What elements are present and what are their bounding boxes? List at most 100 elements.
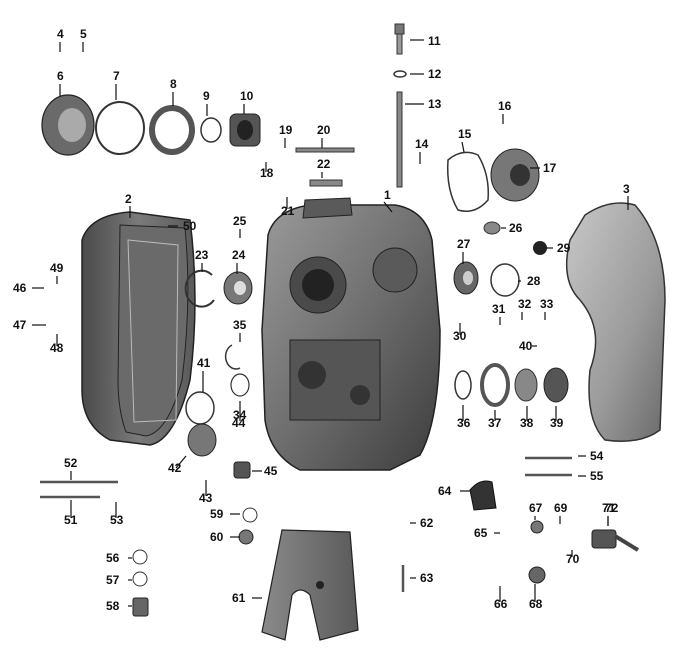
callout-54: 54 [578,449,604,463]
callout-39: 39 [550,406,564,430]
ring-37-part [454,370,472,400]
callout-label-23: 23 [195,248,209,262]
callout-label-58: 58 [106,599,120,613]
callout-label-32: 32 [518,297,532,311]
callout-22: 22 [317,157,331,178]
stud-part [396,91,403,188]
callout-69: 69 [554,501,568,524]
plug-part [533,241,547,255]
washer-part [393,70,407,78]
callout-65: 65 [474,526,500,540]
callout-57: 57 [106,573,132,587]
callout-label-5: 5 [80,27,87,41]
callout-label-67: 67 [529,501,543,515]
callout-8: 8 [170,77,177,106]
callout-42: 42 [168,455,187,475]
callout-label-22: 22 [317,157,331,171]
ring-58-part [132,571,148,587]
seal-40-part [543,367,569,403]
callout-label-54: 54 [590,449,604,463]
clip-36-part [224,344,241,370]
callout-15: 15 [458,127,472,153]
callout-47: 47 [13,318,46,332]
callout-4: 4 [57,27,64,52]
callout-1: 1 [383,188,393,213]
callout-label-59: 59 [210,507,224,521]
callout-41: 41 [197,356,211,392]
callout-label-27: 27 [457,237,471,251]
rod-part [295,147,355,153]
cover-43-part [187,423,217,457]
callout-label-57: 57 [106,573,120,587]
callout-5: 5 [80,27,87,52]
ball-69-part [528,566,546,584]
callout-51: 51 [64,500,78,527]
callout-61: 61 [232,591,262,605]
callout-label-61: 61 [232,591,246,605]
seal-part [223,271,253,305]
callout-label-47: 47 [13,318,27,332]
large-ring-part [95,101,145,155]
callout-label-15: 15 [458,127,472,141]
callout-label-3: 3 [623,182,630,196]
callout-62: 62 [410,516,434,530]
callout-label-69: 69 [554,501,568,515]
callout-label-16: 16 [498,99,512,113]
callout-27: 27 [457,237,471,264]
ring-57-part [132,549,148,565]
callout-label-46: 46 [13,281,27,295]
bearing-ring-part [149,105,195,155]
callout-28: 28 [518,274,541,288]
callout-label-38: 38 [520,416,534,430]
callout-72: 72 [605,501,619,526]
callout-label-12: 12 [428,67,442,81]
callout-45: 45 [252,464,278,478]
callout-68: 68 [529,584,543,611]
callout-13: 13 [405,97,442,111]
callout-label-19: 19 [279,123,293,137]
bearing-housing-part [41,94,95,156]
callout-label-30: 30 [453,329,467,343]
callout-label-72: 72 [605,501,619,515]
callout-label-44: 44 [232,416,246,430]
callout-label-50: 50 [183,219,197,233]
callout-25: 25 [233,214,247,238]
callout-40: 40 [519,339,537,353]
callout-60: 60 [210,530,240,544]
callout-label-39: 39 [550,416,564,430]
callout-58: 58 [106,599,132,613]
callout-label-71: 71 [602,501,616,515]
o-ring-part [490,263,520,297]
callout-36: 36 [457,405,471,430]
callout-label-66: 66 [494,597,508,611]
callout-label-56: 56 [106,551,120,565]
callout-12: 12 [410,67,442,81]
callout-label-45: 45 [264,464,278,478]
callout-64: 64 [438,484,470,498]
callout-label-42: 42 [168,461,182,475]
callout-label-65: 65 [474,526,488,540]
callout-46: 46 [13,281,44,295]
callout-label-64: 64 [438,484,452,498]
callout-label-60: 60 [210,530,224,544]
callout-label-55: 55 [590,469,604,483]
callout-label-33: 33 [540,297,554,311]
callout-7: 7 [113,69,120,100]
callout-44: 44 [232,412,246,430]
callout-label-11: 11 [428,34,441,48]
ball-68-part [530,520,544,534]
ring-60-part [242,507,258,523]
callout-26: 26 [501,221,523,235]
callout-label-63: 63 [420,571,434,585]
nut-61-part [238,529,254,545]
callout-label-48: 48 [50,341,64,355]
plug-46-part [233,461,251,479]
callout-label-18: 18 [260,166,274,180]
callout-23: 23 [195,248,209,272]
gasket-part [446,151,490,212]
callout-label-9: 9 [203,89,210,103]
callout-10: 10 [240,89,254,114]
